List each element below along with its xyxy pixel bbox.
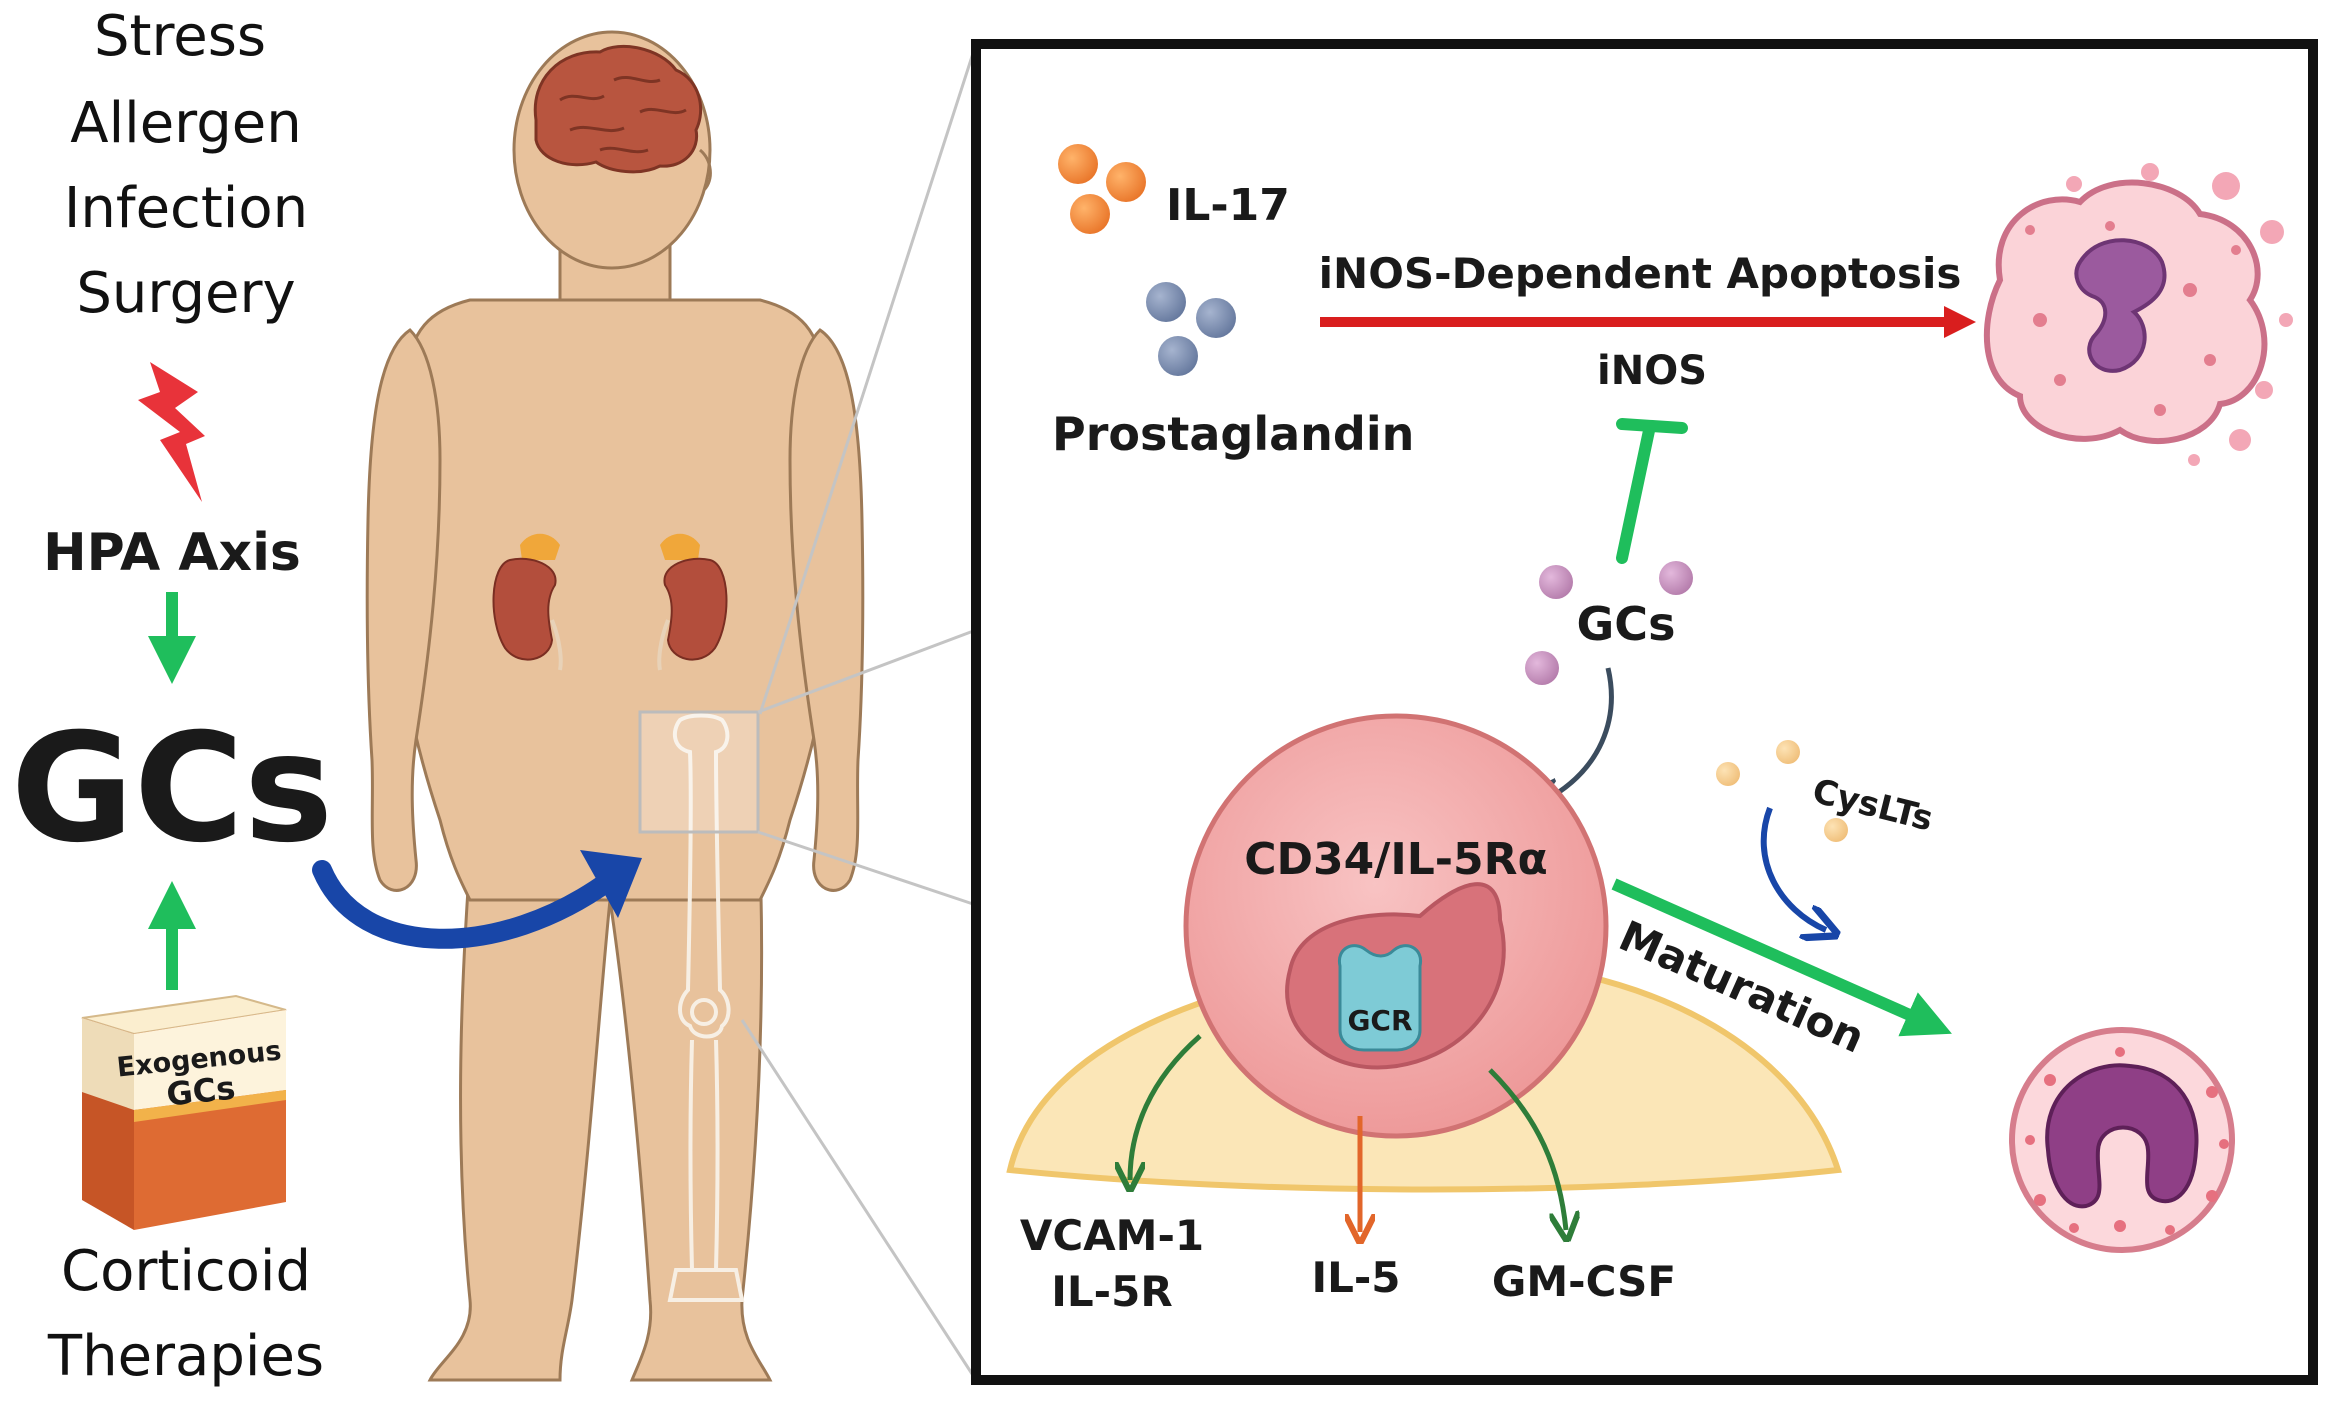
mature-eosinophil-icon [2009,1027,2235,1253]
kidneys-icon [492,533,728,671]
trigger-infection: Infection [64,176,308,241]
gmcsf-label: GM-CSF [1492,1257,1676,1306]
brain-icon [533,44,703,174]
maturation-arrow [1611,878,1952,1037]
trigger-stress: Stress [94,4,266,69]
inos-label: iNOS [1597,348,1707,394]
arrow-to-vcam [1130,1034,1202,1180]
gcs-to-body-arrowhead [580,850,642,918]
gcr-label: GCR [1347,1004,1412,1037]
trigger-allergen: Allergen [70,91,301,156]
cyslts-arrow [1760,806,1826,930]
il17-dots-icon [1058,144,1146,234]
hpa-axis-label: HPA Axis [43,523,301,583]
therapies-line-2: Therapies [47,1324,324,1389]
il5r-label: IL-5R [1051,1267,1172,1316]
il5-label: IL-5 [1311,1253,1400,1302]
gcs-to-body-arrow [312,860,620,949]
leg-bone-icon [667,713,745,1302]
gcr-receptor-icon [1337,944,1423,1052]
zoom-connector-lines [740,43,978,1381]
apoptotic-cell-icon [1983,163,2293,466]
gcs-to-cell-arrow [1546,667,1614,800]
gcs-inhibit-inos [1616,418,1688,564]
arrow-to-gmcsf [1488,1068,1566,1230]
trigger-surgery: Surgery [76,261,295,326]
trigger-list: Stress Allergen Infection Surgery [64,4,308,326]
il17-label: IL-17 [1166,180,1290,231]
zoom-source-box [638,710,760,834]
box-label-gcs: GCs [165,1069,237,1114]
human-body [365,30,865,1382]
cell-marker-label: CD34/IL-5Rα [1244,834,1548,885]
therapies-line-1: Corticoid [61,1239,311,1304]
vcam-label: VCAM-1 [1020,1211,1204,1260]
progenitor-cell [1183,713,1609,1139]
gcs-molecules-icon [1525,561,1693,685]
gcs-main-label: GCs [11,702,334,876]
cyslts-dots-icon [1716,740,1848,842]
lightning-bolt-icon [138,362,205,502]
apoptosis-label: iNOS-Dependent Apoptosis [1319,249,1962,298]
prostaglandin-dots-icon [1146,282,1236,376]
gcs-panel-label: GCs [1577,597,1676,651]
exogenous-gcs-box: Exogenous GCs [81,994,287,1230]
prostaglandin-label: Prostaglandin [1052,407,1414,461]
